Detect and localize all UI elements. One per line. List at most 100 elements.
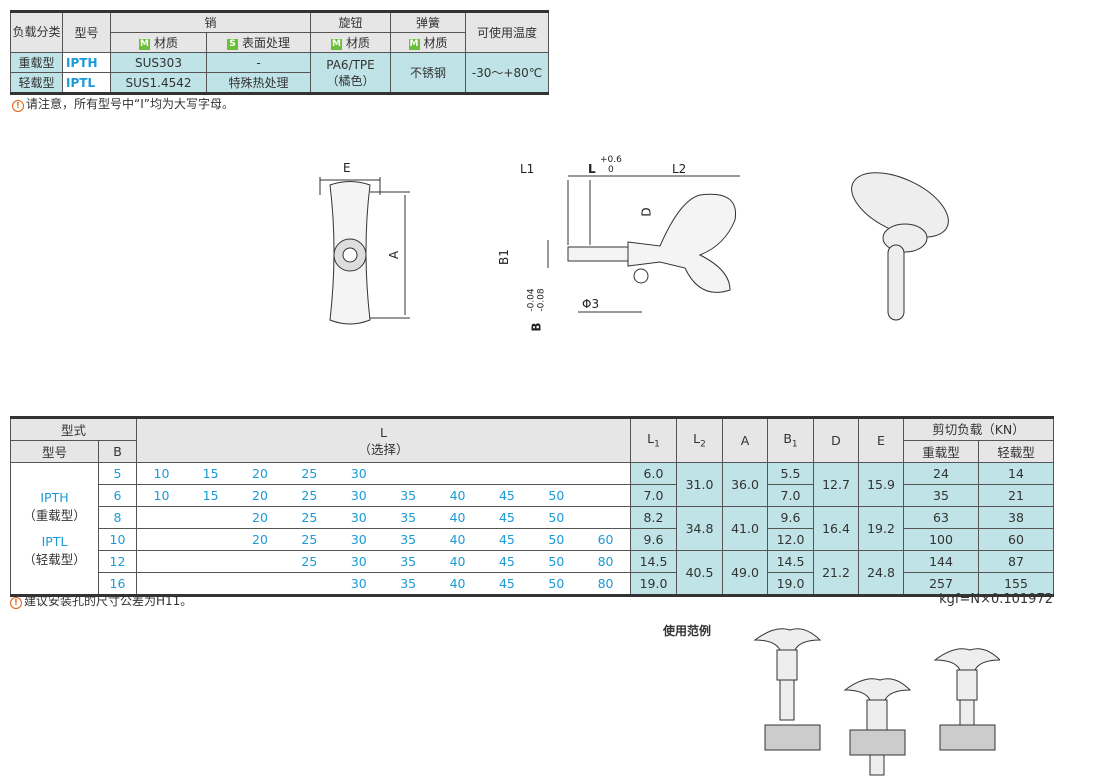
l-option: 35 [383, 506, 433, 529]
l-option: 50 [531, 528, 582, 551]
l1-value: 6.0 [630, 462, 677, 485]
load-class: 重载型 [10, 52, 63, 73]
header-shear-load: 剪切负载（KN） [903, 417, 1054, 441]
header-heavy: 重载型 [903, 440, 979, 463]
heavy-load-value: 24 [903, 462, 979, 485]
b-value: 5 [97, 462, 138, 485]
dim-l: L [588, 162, 596, 176]
light-load-value: 21 [978, 484, 1054, 507]
l-option: 30 [334, 528, 384, 551]
model-code: IPTH [62, 52, 111, 73]
b-value: 10 [97, 528, 138, 551]
note-text: 建议安装孔的尺寸公差为H11。 [24, 594, 193, 608]
l-option: 40 [432, 506, 483, 529]
dim-l1: L1 [520, 162, 535, 176]
header-b1: B1B1 [767, 417, 814, 463]
header-b: B [97, 440, 138, 463]
label: 表面处理 [242, 36, 291, 50]
b-value: 12 [97, 550, 138, 573]
e-value: 24.8 [858, 550, 904, 596]
l-option [185, 572, 236, 596]
l1-value: 8.2 [630, 506, 677, 529]
b1-value: 9.6 [767, 506, 814, 529]
l-option: 25 [284, 506, 335, 529]
b1-value: 5.5 [767, 462, 814, 485]
isometric-view-drawing [851, 172, 949, 321]
l-option: 25 [284, 528, 335, 551]
usage-example-drawing [753, 628, 1000, 776]
warning-icon: ! [10, 597, 22, 609]
l-option: 20 [235, 484, 285, 507]
a-value: 36.0 [722, 462, 768, 507]
light-load-value: 60 [978, 528, 1054, 551]
l-option [581, 484, 632, 507]
surface-tag-icon: S [227, 39, 238, 50]
load-class: 轻载型 [10, 72, 63, 94]
l-option: 45 [482, 572, 532, 596]
l2-value: 34.8 [676, 506, 723, 551]
material-tag-icon: M [408, 39, 420, 50]
l-option: 20 [235, 462, 285, 485]
l-option [185, 528, 236, 551]
model-code: IPTL [41, 533, 68, 549]
front-view-drawing [319, 177, 410, 325]
dim-a: A [387, 250, 402, 260]
dim-b-tolerance: -0.04-0.08 [527, 288, 547, 311]
l-option [581, 462, 632, 485]
l-option: 20 [235, 528, 285, 551]
l-option: 45 [482, 550, 532, 573]
l-option: 60 [581, 528, 632, 551]
dim-d: D [639, 207, 654, 217]
temp-range: -30～+80℃ [465, 52, 550, 94]
l1-value: 19.0 [630, 572, 677, 596]
pin-surface: 特殊热处理 [205, 72, 312, 94]
note-text: 请注意，所有型号中“I”均为大写字母。 [26, 97, 234, 111]
l-option: 50 [531, 484, 582, 507]
l-option: 40 [432, 550, 483, 573]
e-value: 15.9 [858, 462, 904, 507]
header-type: 型式 [9, 417, 138, 441]
header-a: A [722, 417, 768, 463]
header-model: 型号 [62, 11, 111, 53]
l-option [531, 462, 582, 485]
dim-b: B [529, 322, 544, 332]
header-shear-label: 剪切负载（KN） [932, 422, 1025, 437]
l-option: 35 [383, 572, 433, 596]
heavy-load-value: 144 [903, 550, 979, 573]
l-option: 20 [235, 506, 285, 529]
l-option [136, 528, 186, 551]
header-knob: 旋钮 [310, 11, 392, 33]
pin-material: SUS1.4542 [110, 72, 207, 94]
l-option: 15 [185, 484, 236, 507]
light-load-value: 38 [978, 506, 1054, 529]
header-e: E [858, 417, 904, 463]
l-option: 30 [334, 506, 384, 529]
b1-value: 7.0 [767, 484, 814, 507]
b1-value: 14.5 [767, 550, 814, 573]
tol-lower: -0.08 [536, 288, 547, 312]
l-option: 30 [334, 462, 384, 485]
label: 材质 [346, 36, 371, 50]
l-option: 45 [482, 484, 532, 507]
dim-l2: L2 [672, 162, 687, 176]
spec-note: !请注意，所有型号中“I”均为大写字母。 [12, 95, 234, 112]
l-option: 45 [482, 506, 532, 529]
knob-material: PA6/TPE（橘色） [310, 52, 392, 94]
material-tag-icon: M [331, 39, 342, 50]
l-option: 45 [482, 528, 532, 551]
header-spring: 弹簧 [390, 11, 467, 33]
l-option: 30 [334, 550, 384, 573]
dim-e: E [343, 161, 351, 175]
material-tag-icon: M [138, 39, 150, 50]
l-option [185, 506, 236, 529]
l-option: 35 [383, 550, 433, 573]
l-option: 10 [136, 484, 186, 507]
